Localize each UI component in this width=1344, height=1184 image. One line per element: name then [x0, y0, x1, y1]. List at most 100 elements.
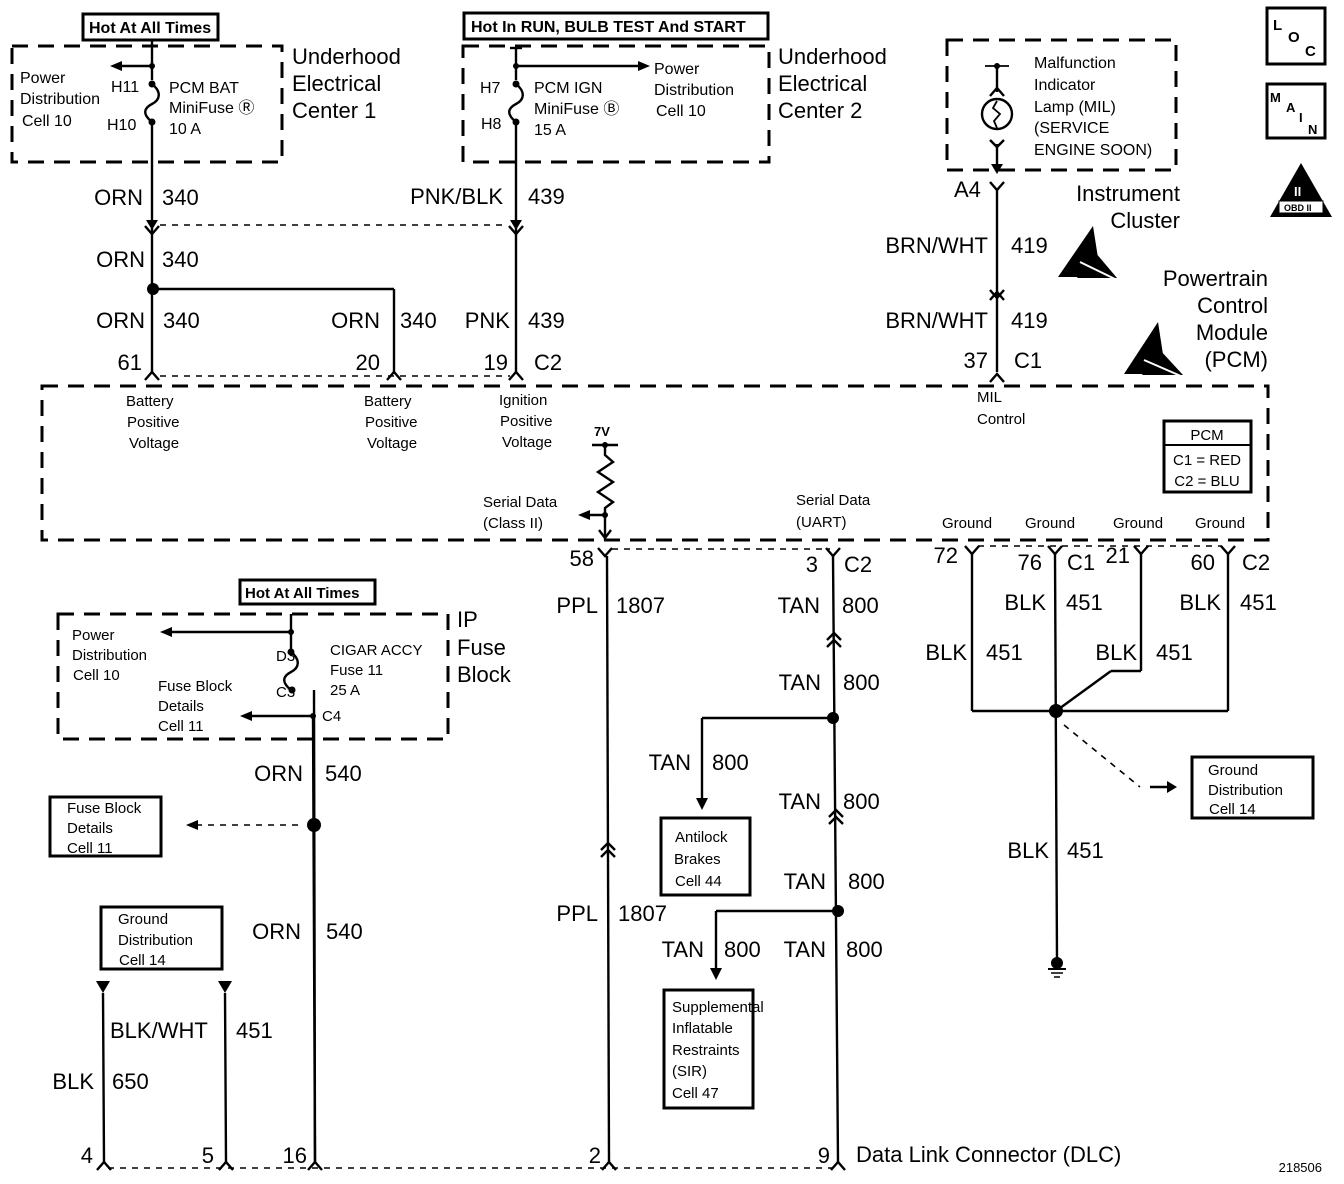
main-letter-n: N [1308, 122, 1317, 137]
ref-ground-distribution-left[interactable]: Ground Distribution Cell 14 [99, 905, 224, 971]
ref-text-2: Inflatable [672, 1020, 733, 1037]
ref-text-3: Restraints [672, 1042, 740, 1059]
ip-fuse-number: Fuse 11 [330, 662, 383, 679]
wire-circuit: 451 [1066, 590, 1103, 615]
wire-color-4: TAN [779, 789, 821, 814]
wire-color: BLK [1004, 590, 1046, 615]
dlc-name: Data Link Connector (DLC) [856, 1142, 1121, 1167]
pcm-connector-legend: PCM C1 = RED C2 = BLU [1162, 419, 1253, 494]
wire-color: ORN [94, 185, 143, 210]
wire-color-2: ORN [96, 247, 145, 272]
ref-text: Fuse Block [67, 800, 142, 817]
wire-color-4: ORN [331, 308, 380, 333]
main-letter-i: I [1299, 110, 1303, 125]
legend-row: C1 = RED [1173, 452, 1241, 469]
lamp-icon [980, 97, 1014, 131]
ref-antilock-brakes[interactable]: Antilock Brakes Cell 44 [659, 816, 752, 897]
uec1-fuse-rating: 10 A [169, 121, 201, 138]
main-letter-a: A [1286, 100, 1296, 115]
uec2-pin-bottom: H8 [481, 116, 502, 133]
uec1: Hot At All Times Power Distribution Cell… [10, 12, 401, 164]
wire-color-2: BLK [52, 1069, 94, 1094]
pcm-pin-58: 58 [570, 546, 594, 571]
wire-color-2: BLK [1179, 590, 1221, 615]
obd-roman: II [1294, 184, 1301, 199]
wire-circuit-2: 650 [112, 1069, 149, 1094]
ref-fuse-block-details[interactable]: Fuse Block Details Cell 11 [48, 795, 163, 858]
main-icon[interactable]: M A I N [1265, 82, 1327, 140]
wire-circuit-3: 340 [163, 308, 200, 333]
ip-power-ref: Power [72, 627, 115, 644]
mil-label: Malfunction [1034, 55, 1116, 72]
obd-ii-icon[interactable]: II OBD II [1270, 163, 1332, 217]
wire-color: PPL [556, 593, 598, 618]
dlc-pin-2: 2 [589, 1143, 601, 1168]
wire-circuit: 540 [325, 761, 362, 786]
wire-650-451-left: BLK/WHT 451 BLK 650 [52, 981, 273, 1163]
pcm-output-pins: 58 3 C2 72 76 C1 21 60 C2 [570, 543, 1271, 577]
pcm-input-label-5: Positive [365, 414, 418, 431]
wire-439: PNK/BLK 439 PNK 439 19 C2 [410, 122, 565, 381]
uec2-name: Underhood [778, 44, 887, 69]
ref-ground-distribution-right[interactable]: Ground Distribution Cell 14 [1190, 755, 1315, 820]
mil-label-4: (SERVICE [1034, 120, 1109, 137]
ref-text: Ground [118, 911, 168, 928]
uec2-fuse-rating: 15 A [534, 122, 566, 139]
wire-color: BLK/WHT [110, 1018, 208, 1043]
ref-text-5: Cell 47 [672, 1085, 719, 1102]
uec1-power-ref-2: Distribution [20, 91, 100, 108]
wire-color-3: ORN [96, 308, 145, 333]
wire-color-4: BLK [1095, 640, 1137, 665]
pcm-name-4: (PCM) [1204, 347, 1268, 372]
uec2-fuse-type: MiniFuse Ⓑ [534, 100, 619, 118]
obd-label: OBD II [1284, 203, 1312, 213]
wire-color-5: TAN [784, 869, 826, 894]
wire-circuit-2: 1807 [618, 901, 667, 926]
pcm-pin-72: 72 [934, 543, 958, 568]
pcm-input-label-8: Positive [500, 413, 553, 430]
pcm-input-label-2: Positive [127, 414, 180, 431]
pcm-conn-c2: C2 [534, 350, 562, 375]
uec1-pin-bottom: H10 [107, 117, 136, 134]
figure-id: 218506 [1279, 1160, 1322, 1175]
ref-sir[interactable]: Supplemental Inflatable Restraints (SIR)… [662, 988, 764, 1110]
wire-circuit: 340 [162, 185, 199, 210]
pcm-pin-21: 21 [1106, 543, 1130, 568]
pcm-pin-60: 60 [1191, 550, 1215, 575]
loc-icon[interactable]: L O C [1265, 6, 1327, 66]
mil-label-2: Indicator [1034, 77, 1096, 94]
dlc-pin-16: 16 [283, 1143, 307, 1168]
wire-color-2: ORN [252, 919, 301, 944]
pcm-conn-c2: C2 [844, 552, 872, 577]
ref-text: Ground [1208, 762, 1258, 779]
wire-color: PNK/BLK [410, 184, 503, 209]
arrow-icon [638, 61, 650, 71]
wire-circuit-2: 340 [162, 247, 199, 272]
ref-text-4: (SIR) [672, 1063, 707, 1080]
uec1-name-3: Center 1 [292, 98, 376, 123]
pcm-input-label-4: Battery [364, 393, 412, 410]
pcm-pin-20: 20 [356, 350, 380, 375]
wire-circuit-5: 800 [848, 869, 885, 894]
esd-icon [1058, 226, 1118, 281]
ic-name: Instrument [1076, 181, 1180, 206]
ip-pin-c3: C3 [276, 684, 295, 701]
wire-circuit-2: 439 [528, 308, 565, 333]
uec2-power-ref: Power [654, 61, 700, 78]
uec1-pin-top: H11 [111, 79, 139, 96]
uec2-fuse-name: PCM IGN [534, 80, 602, 97]
wire-circuit-5: 451 [1067, 838, 1104, 863]
pullup-voltage: 7V [594, 424, 610, 439]
wire-color-3: BLK [925, 640, 967, 665]
ground-icon [1048, 957, 1066, 978]
wire-circuit-2: 800 [843, 670, 880, 695]
dlc: 4 5 16 2 9 Data Link Connector (DLC) [81, 1142, 1121, 1171]
wire-540: ORN 540 ORN 540 [186, 715, 363, 1163]
ic-pin-a4: A4 [954, 177, 981, 202]
ip-pin-d3: D3 [276, 648, 295, 665]
uec2: Hot In RUN, BULB TEST And START Power Di… [461, 11, 887, 164]
dlc-pin-4: 4 [81, 1143, 93, 1168]
main-letter-m: M [1270, 90, 1281, 105]
pcm-pin-19: 19 [484, 350, 508, 375]
